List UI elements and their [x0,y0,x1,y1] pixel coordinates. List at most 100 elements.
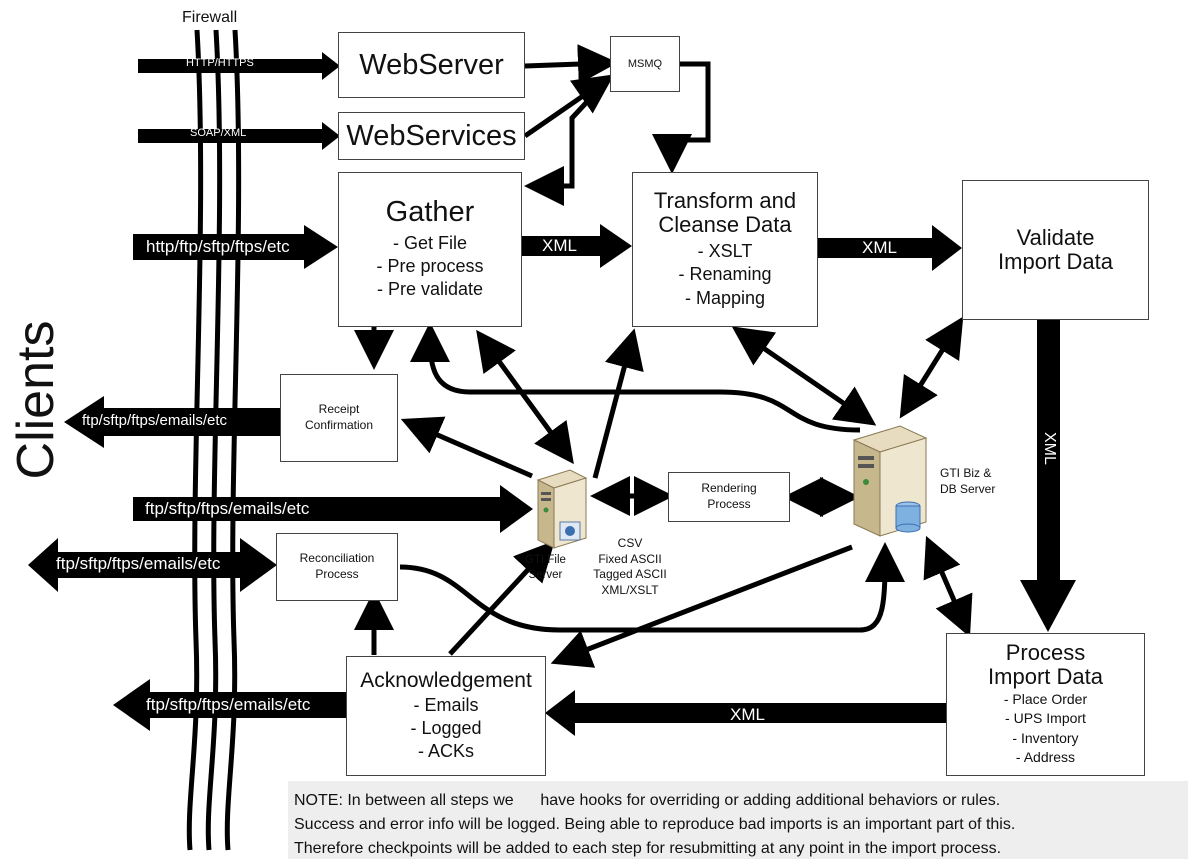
xml-label-1: XML [542,236,577,255]
xml-arrow-process-ack [545,690,946,736]
process-item: - Inventory [1012,729,1079,746]
webservices-title: WebServices [346,119,517,152]
validate-box: Validate Import Data [962,180,1149,320]
transform-bizserver [731,326,877,426]
file-format: Tagged ASCII [593,567,667,582]
http-label: HTTP/HTTPS [186,57,254,69]
webserver-box: WebServer [338,32,525,98]
receipt-box: Receipt Confirmation [280,374,398,462]
file-server-icon [530,466,600,556]
transform-item: - XSLT [697,241,753,262]
ack-item: - Emails [413,694,479,715]
ack-box: Acknowledgement - Emails - Logged - ACKs [346,656,546,776]
file-server-label: GTI File Server [525,553,566,583]
xml-arrow-validate-process [1020,320,1076,632]
receipt-output-arrow [64,396,280,448]
process-title-1: Process [1005,640,1086,666]
xml-arrow-gather-transform [520,224,632,268]
reconciliation-line-1: Reconciliation [299,551,375,566]
bizserver-process [923,535,973,638]
validate-title-2: Import Data [998,249,1113,274]
reconciliation-to-bizserver [399,542,905,633]
webserver-title: WebServer [359,48,504,81]
ack-output-arrow [113,679,347,731]
firewall-label: Firewall [182,9,238,26]
file-format: XML/XSLT [601,582,659,597]
webservices-to-msmq [523,74,615,139]
reconciliation-output-label: ftp/sftp/ftps/emails/etc [56,554,221,573]
xml-label-2: XML [862,238,897,257]
gather-box: Gather - Get File - Pre process - Pre va… [338,172,522,327]
xml-arrow-transform-validate [818,225,962,271]
msmq-box: MSMQ [610,36,680,92]
fileserver-to-transform [592,328,644,479]
transform-item: - Mapping [684,287,766,308]
xml-label-4: XML [1041,432,1058,465]
soap-label: SOAP/XML [190,127,247,139]
receipt-output-label: ftp/sftp/ftps/emails/etc [82,412,228,429]
receipt-line-1: Receipt [318,402,360,417]
gather-item: - Pre validate [376,279,484,300]
note-line-2: Success and error info will be logged. B… [294,816,1016,833]
bizserver-to-ack [550,544,853,668]
note-line-3: Therefore checkpoints will be added to e… [294,840,1002,857]
rendering-line-1: Rendering [701,481,757,496]
clients-label: Clients [7,320,65,480]
xml-label-3: XML [730,705,765,724]
gather-input-label: http/ftp/sftp/ftps/etc [146,237,290,256]
webservices-box: WebServices [338,112,525,160]
soap-arrow [138,122,340,150]
validate-title-1: Validate [1016,224,1095,250]
file-formats: CSV Fixed ASCII Tagged ASCII XML/XSLT [585,536,675,598]
ack-output-label: ftp/sftp/ftps/emails/etc [146,695,311,714]
ack-to-fileserver [448,540,555,656]
rendering-line-2: Process [707,497,751,511]
reconciliation-output-arrow [28,538,277,592]
msmq-title: MSMQ [627,58,663,70]
file-server-label-1: GTI File [525,554,566,566]
file-server-label-2: Server [528,568,563,581]
msmq-to-gather [524,88,600,206]
transform-box: Transform and Cleanse Data - XSLT - Rena… [632,172,818,327]
reconciliation-box: Reconciliation Process [276,533,398,601]
process-item: - Address [1015,749,1076,766]
fileserver-input-arrow [133,485,533,533]
gather-input-arrow [133,225,338,269]
gather-fileserver [476,329,574,465]
biz-server-icon [848,420,938,540]
bizserver-to-gather [410,322,861,433]
gather-item: - Pre process [376,256,484,277]
process-item: - UPS Import [1005,710,1086,727]
file-format: CSV [617,536,643,550]
msmq-to-transform [652,61,711,174]
gather-item: - Get File [392,232,467,253]
thick-arrows [28,52,1076,736]
clients-label-wrap: Clients [6,300,66,500]
fileserver-input-label: ftp/sftp/ftps/emails/etc [145,499,310,518]
ack-item: - ACKs [417,741,474,762]
biz-server-label: GTI Biz & DB Server [940,466,995,497]
ack-item: - Logged [410,717,482,738]
biz-server-label-2: DB Server [940,481,996,496]
process-box: Process Import Data - Place Order - UPS … [946,633,1145,776]
fileserver-to-receipt [400,416,533,479]
rendering-box: Rendering Process [668,472,790,522]
http-arrow [138,52,340,80]
transform-title-1: Transform and [653,187,797,213]
biz-server-label-1: GTI Biz & [940,466,992,480]
webserver-to-msmq [524,44,618,85]
note-line-1: NOTE: In between all steps we have hooks… [294,792,1001,809]
receipt-line-2: Confirmation [304,418,374,432]
ack-title: Acknowledgement [360,669,532,693]
process-item: - Place Order [1003,690,1088,707]
note-box: NOTE: In between all steps we have hooks… [288,781,1188,859]
file-format: Fixed ASCII [598,551,662,566]
transform-title-2: Cleanse Data [658,211,792,237]
firewall-lines [186,29,242,851]
validate-bizserver [899,316,964,419]
reconciliation-line-2: Process [315,567,359,581]
gather-title: Gather [385,196,475,229]
process-title-2: Import Data [988,664,1103,690]
transform-item: - Renaming [678,264,772,285]
